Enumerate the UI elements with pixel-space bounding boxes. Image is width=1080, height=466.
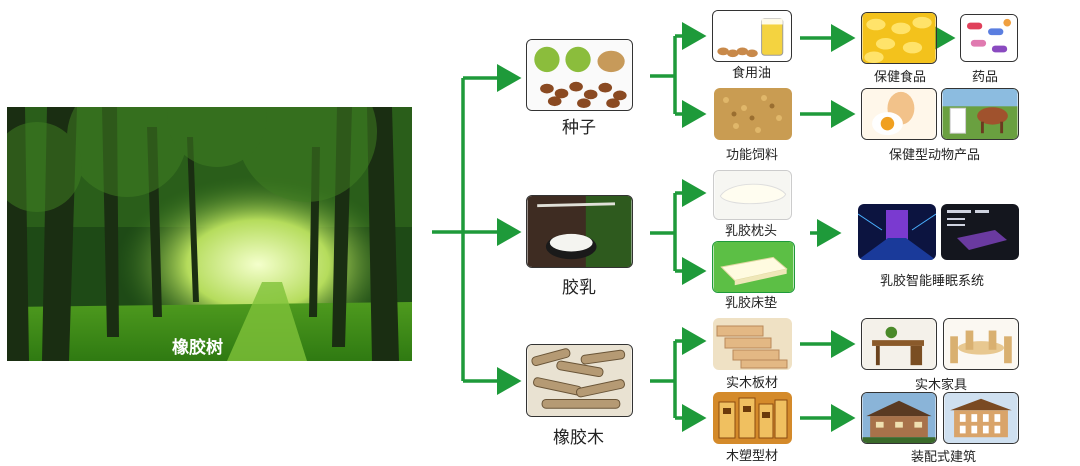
medicine-label: 药品: [972, 70, 999, 85]
latex-mattress-image: [712, 241, 795, 293]
egg-product-image: [861, 88, 937, 140]
health-food-label: 保健食品: [874, 70, 927, 85]
latex-mattress-label: 乳胶床垫: [725, 296, 778, 311]
prefab-building-label: 装配式建筑: [911, 450, 977, 465]
health-food-image: [861, 12, 937, 64]
latex-pillow-image: [713, 170, 792, 220]
root-label: 橡胶树: [172, 338, 223, 358]
dairy-cow-image: [941, 88, 1019, 140]
rubber-wood-image: [526, 344, 633, 417]
wood-furniture-label: 实木家具: [915, 378, 968, 393]
medicine-image: [960, 14, 1018, 62]
functional-feed-label: 功能饲料: [726, 148, 779, 163]
prefab-building-image-1: [861, 392, 937, 444]
wpc-profile-image: [713, 392, 792, 444]
animal-products-label: 保健型动物产品: [889, 148, 981, 163]
latex-pillow-label: 乳胶枕头: [725, 224, 778, 239]
rubber-wood-label: 橡胶木: [553, 428, 604, 448]
seed-image: [526, 39, 633, 111]
smart-sleep-image-1: [858, 204, 936, 260]
rubber-tree-forest-image: 橡胶树: [7, 107, 412, 361]
functional-feed-image: [714, 88, 792, 140]
solid-wood-board-label: 实木板材: [726, 376, 779, 391]
wpc-profile-label: 木塑型材: [726, 449, 779, 464]
latex-image: [526, 195, 633, 268]
latex-label: 胶乳: [562, 278, 596, 298]
edible-oil-image: [712, 10, 792, 62]
prefab-building-image-2: [943, 392, 1019, 444]
seed-label: 种子: [562, 118, 596, 138]
solid-wood-board-image: [713, 318, 792, 370]
wood-furniture-image-2: [943, 318, 1019, 370]
smart-sleep-image-2: [941, 204, 1019, 260]
edible-oil-label: 食用油: [732, 66, 772, 81]
wood-furniture-image-1: [861, 318, 937, 370]
smart-sleep-label: 乳胶智能睡眠系统: [880, 274, 985, 289]
